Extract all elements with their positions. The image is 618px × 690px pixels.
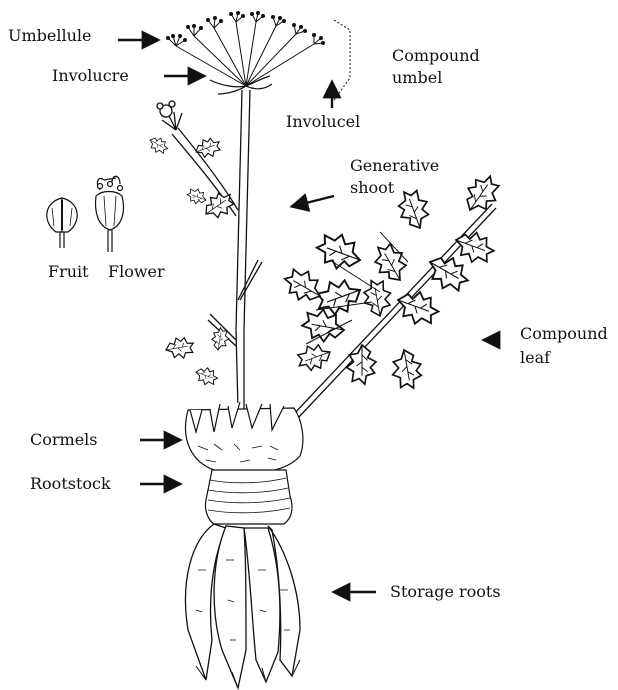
stem-leaflets bbox=[146, 134, 238, 388]
storage-roots bbox=[186, 524, 300, 688]
label-umbellule: Umbellule bbox=[8, 26, 92, 46]
fruit-drawing bbox=[47, 198, 77, 248]
label-compound-leaf-line1: Compound bbox=[520, 324, 608, 344]
label-compound-umbel-line1: Compound bbox=[392, 46, 480, 66]
cormels bbox=[186, 402, 303, 474]
rootstock bbox=[205, 470, 292, 524]
label-generative-shoot-line1: Generative bbox=[350, 156, 439, 176]
label-flower: Flower bbox=[108, 262, 165, 282]
label-compound-umbel-line2: umbel bbox=[392, 68, 442, 88]
compound-leaf bbox=[279, 170, 505, 391]
label-generative-shoot-line2: shoot bbox=[350, 178, 394, 198]
label-involucre: Involucre bbox=[52, 66, 129, 86]
label-fruit: Fruit bbox=[48, 262, 89, 282]
flower-drawing bbox=[96, 176, 124, 252]
label-storage-roots: Storage roots bbox=[390, 582, 501, 602]
label-compound-leaf-line2: leaf bbox=[520, 348, 550, 368]
generative-shoot-arrow bbox=[294, 196, 334, 206]
label-rootstock: Rootstock bbox=[30, 474, 111, 494]
label-involucel: Involucel bbox=[286, 112, 360, 132]
label-cormels: Cormels bbox=[30, 430, 98, 450]
compound-umbel bbox=[166, 11, 350, 100]
